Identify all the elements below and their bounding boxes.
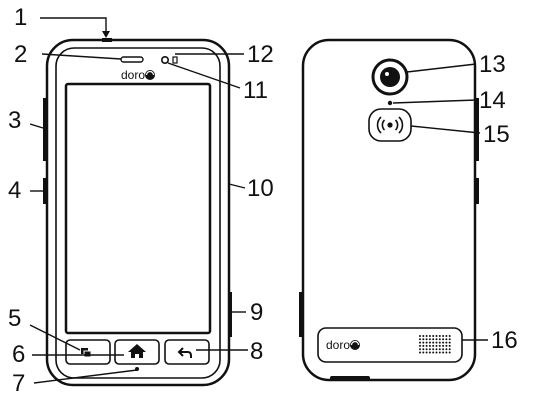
recent-apps-key xyxy=(66,340,110,364)
callout-5: 5 xyxy=(8,305,21,332)
headset-jack xyxy=(102,38,112,42)
callout-1: 1 xyxy=(14,4,27,31)
phone-back: doro xyxy=(299,40,479,381)
callout-14: 14 xyxy=(479,87,506,114)
callout-15: 15 xyxy=(483,121,510,148)
callout-16: 16 xyxy=(491,327,518,354)
phone-front: doro xyxy=(43,38,232,385)
rear-camera-lens xyxy=(380,67,400,87)
callout-8: 8 xyxy=(250,338,263,365)
callout-9: 9 xyxy=(250,299,263,326)
callout-7: 7 xyxy=(12,370,25,397)
callout-2: 2 xyxy=(14,41,27,68)
callout-10: 10 xyxy=(247,175,274,202)
back-key xyxy=(165,340,209,364)
screen xyxy=(66,84,210,333)
usb-port xyxy=(330,376,370,381)
callout-13: 13 xyxy=(479,51,506,78)
doro-logo-icon xyxy=(145,70,155,80)
flash xyxy=(388,101,392,105)
callout-11: 11 xyxy=(243,77,268,104)
callout-12: 12 xyxy=(247,41,274,68)
callout-3: 3 xyxy=(8,107,21,134)
back-doro-logo-icon xyxy=(350,340,360,350)
assistance-button xyxy=(369,109,411,141)
home-key xyxy=(115,340,159,364)
back-brand-label: doro xyxy=(326,338,350,352)
callout-4: 4 xyxy=(8,177,21,204)
callout-6: 6 xyxy=(12,341,25,368)
front-brand-label: doro xyxy=(121,68,145,82)
